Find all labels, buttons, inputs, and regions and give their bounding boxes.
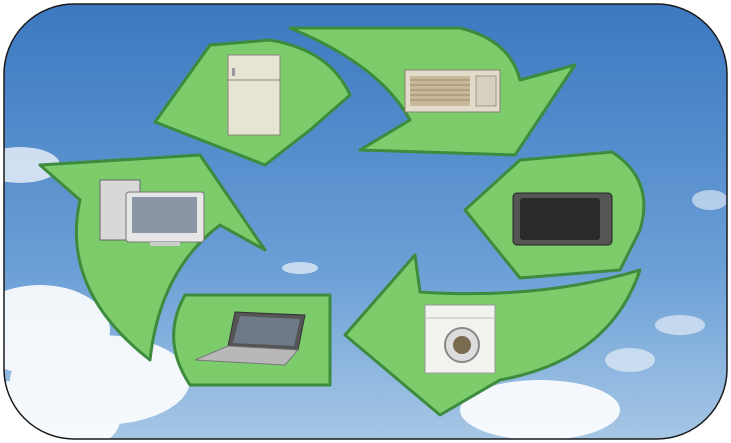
air-conditioner-icon xyxy=(404,69,501,113)
desktop-computer-icon xyxy=(99,179,205,246)
television-icon xyxy=(512,192,613,246)
laptop-icon xyxy=(194,311,306,366)
washing-machine-icon xyxy=(424,304,496,374)
frame-border xyxy=(3,3,728,440)
refrigerator-icon xyxy=(227,54,281,136)
arrow-left xyxy=(38,153,267,362)
